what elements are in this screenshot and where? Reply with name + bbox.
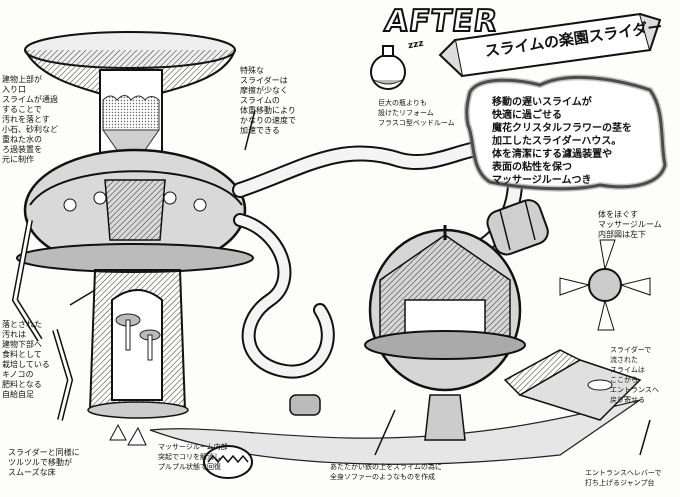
note-floor: スライダーと同様に ツルツルで移動が スムーズな床 [8,448,80,477]
note-mushroom: 落とされた 汚れは 建物下部へ 食料として 栽培している キノコの 肥料となる … [2,320,50,399]
ground-floor [149,399,641,465]
after-heading: AFTER [382,3,502,40]
mushroom-window [111,289,163,401]
note-flask: 巨大の瓶よりも 設けたリフォーム フラスコ型ベッドルーム [378,99,455,127]
note-bath: あたたかい鉄の上をスライムの為に 全身ソファーのようなものを作成 [330,463,442,481]
note-entrance: 建物上部が 入り口 スライムが通過 することで 汚れを落とす 小石、砂利など 重… [2,75,58,164]
filter-stones [102,95,160,131]
note-slider-return: スライダーで 流された スライムは ここから エントランスへ 戻り寄せる [610,346,659,404]
feature-description: 移動の遅いスライムが 快適に過ごせる 魔花クリスタルフラワーの茎を 加工したスラ… [492,97,632,186]
star-jump-pad [559,239,651,331]
note-jump: エントランスへレバーで 打ち上げるジャンプ台 [585,469,662,487]
barrel-massage-room [486,199,549,256]
note-massage-body: 体をほぐす マッサージルーム 内部図は左下 [598,210,662,239]
note-friction: 特殊な スライダーは 摩擦が少なく スライムの 体重移動により かなりの速度で … [240,66,296,135]
note-massage-room: マッサージルーム内部 突起でコリを解消し プルプル状態で回復 [158,443,228,471]
